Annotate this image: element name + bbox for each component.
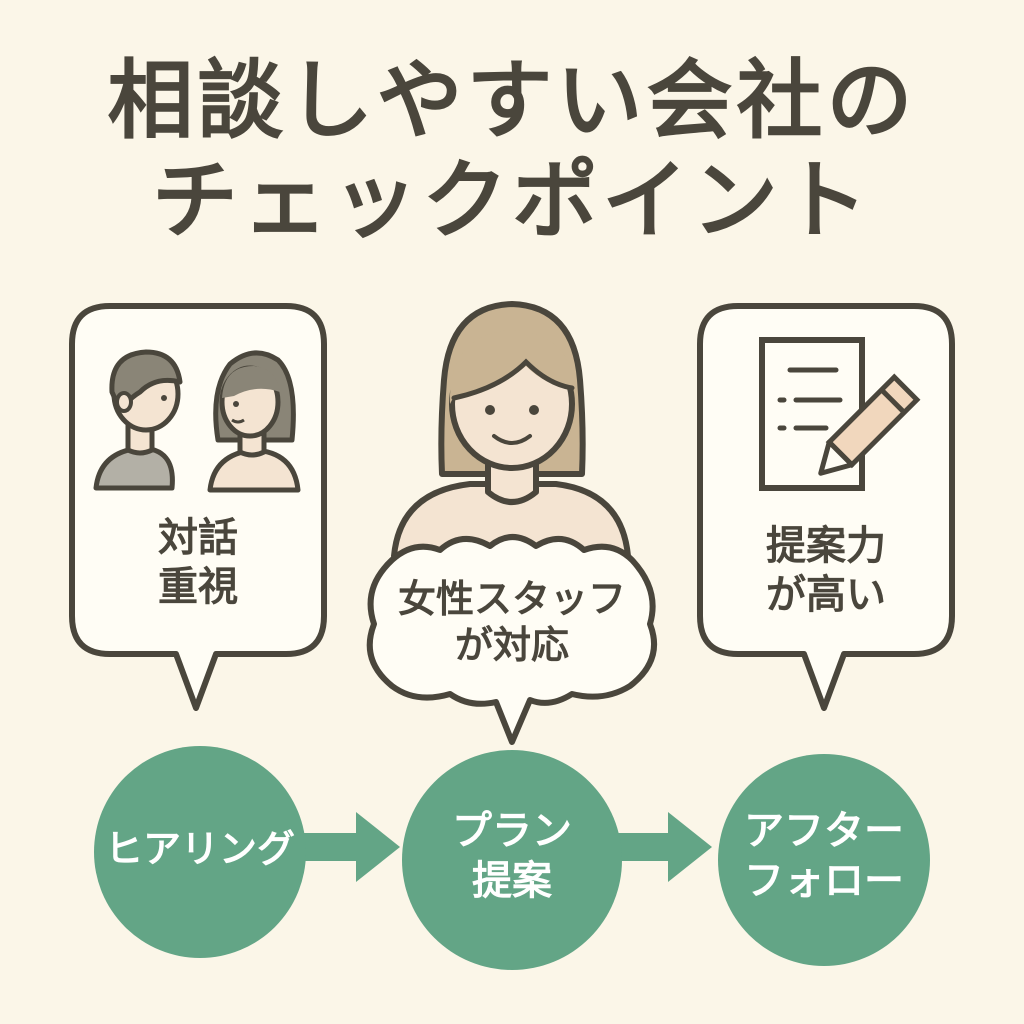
point-2-line-2: が対応 (454, 623, 569, 668)
point-1-line-2: 重視 (158, 563, 238, 610)
step-2-label: プラン 提案 (412, 806, 612, 906)
point-2-line-1: 女性スタッフ (397, 577, 626, 621)
two-people-talking-icon (93, 349, 301, 493)
point-1-label: 対話 重視 (92, 514, 304, 612)
point-2-label: 女性スタッフ が対応 (372, 576, 652, 669)
step-2-line-1: プラン (452, 808, 572, 854)
step-circle-1 (94, 746, 306, 958)
arrow-2 (612, 812, 712, 882)
point-3-line-1: 提案力 (766, 523, 886, 569)
step-3-label: アフター フォロー (724, 806, 924, 906)
speech-bubble-1 (69, 303, 327, 711)
title-line-1: 相談しやすい会社の (107, 51, 917, 151)
point-1-line-1: 対話 (158, 515, 238, 561)
point-3-line-2: が高い (766, 571, 886, 618)
step-3-line-2: フォロー (744, 858, 904, 904)
step-1-label: ヒアリング (94, 826, 306, 874)
step-3-line-1: アフター (744, 808, 904, 854)
female-staff-icon (391, 301, 631, 559)
step-2-line-2: 提案 (472, 858, 552, 904)
arrow-1 (300, 812, 400, 882)
step-circle-2 (402, 750, 622, 970)
step-1-line-1: ヒアリング (104, 827, 295, 871)
step-circle-3 (718, 754, 930, 966)
document-pencil-icon (759, 337, 921, 491)
title-line-2: チェックポイント (152, 151, 872, 251)
speech-bubble-2 (366, 534, 657, 745)
point-3-label: 提案力 が高い (720, 522, 932, 620)
